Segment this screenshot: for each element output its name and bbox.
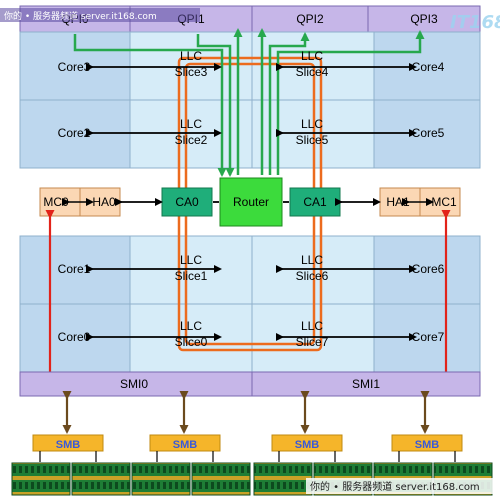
dimm-links bbox=[39, 451, 456, 462]
qpi3-link bbox=[276, 30, 425, 175]
llc0-title: LLC bbox=[180, 319, 202, 333]
llc1-title: LLC bbox=[180, 253, 202, 267]
core1-label: Core1 bbox=[58, 262, 91, 276]
smb-links bbox=[62, 391, 430, 434]
core5-label: Core5 bbox=[412, 126, 445, 140]
llc4-slice: Slice4 bbox=[296, 65, 329, 79]
llc0-slice: Slice0 bbox=[175, 335, 208, 349]
watermark-bottom-bg bbox=[306, 478, 500, 494]
qpi2-label: QPI2 bbox=[296, 12, 324, 26]
smb2-block bbox=[149, 434, 221, 452]
smi1-label: SMI1 bbox=[352, 377, 380, 391]
ha0-label: HA0 bbox=[92, 195, 116, 209]
llc4-title: LLC bbox=[301, 49, 323, 63]
dimm-module-3 bbox=[131, 462, 191, 496]
llc3-slice: Slice3 bbox=[175, 65, 208, 79]
mc1-label: MC1 bbox=[431, 195, 457, 209]
router-block bbox=[219, 177, 283, 227]
qpi2-link-b bbox=[268, 32, 310, 175]
smb1-label: SMB bbox=[56, 439, 81, 451]
llc5-title: LLC bbox=[301, 117, 323, 131]
watermark-top-bg bbox=[0, 8, 200, 22]
smb3-block bbox=[271, 434, 343, 452]
qpi3-label: QPI3 bbox=[410, 12, 438, 26]
smb-group: SMB SMB SMB SMB bbox=[32, 434, 463, 452]
llc7-title: LLC bbox=[301, 319, 323, 333]
core-llc-links bbox=[86, 63, 417, 341]
smb1-block bbox=[32, 434, 104, 452]
memory-links bbox=[45, 210, 451, 387]
llc1-slice: Slice1 bbox=[175, 269, 208, 283]
core4-label: Core4 bbox=[412, 60, 445, 74]
smi0-block bbox=[19, 371, 253, 397]
smi-bar: SMI0 SMI1 bbox=[19, 371, 481, 397]
ca0-label: CA0 bbox=[175, 195, 199, 209]
dimm-module-4 bbox=[191, 462, 251, 496]
core0-label: Core0 bbox=[58, 330, 91, 344]
smb4-label: SMB bbox=[415, 439, 440, 451]
dimm-module-5 bbox=[253, 462, 313, 496]
llc2-slice: Slice2 bbox=[175, 133, 208, 147]
ca1-label: CA1 bbox=[303, 195, 327, 209]
core7-label: Core7 bbox=[412, 330, 445, 344]
qpi1-link-a bbox=[196, 34, 235, 177]
smi0-label: SMI0 bbox=[120, 377, 148, 391]
ha1-label: HA1 bbox=[386, 195, 410, 209]
core2-label: Core2 bbox=[58, 126, 91, 140]
smb2-label: SMB bbox=[173, 439, 198, 451]
llc6-slice: Slice6 bbox=[296, 269, 329, 283]
llc3-title: LLC bbox=[180, 49, 202, 63]
watermark-bottom: 你的 • 服务器频道 server.it168.com bbox=[310, 480, 480, 493]
llc2-title: LLC bbox=[180, 117, 202, 131]
mc0-label: MC0 bbox=[43, 195, 69, 209]
smb4-block bbox=[391, 434, 463, 452]
qpi3-block bbox=[367, 5, 481, 33]
watermark-top: 你的 • 服务器频道 server.it168.com bbox=[4, 10, 157, 22]
dimm-module-1 bbox=[11, 462, 71, 496]
watermark-logo: IT168 bbox=[450, 12, 500, 33]
dimm-module-2 bbox=[71, 462, 131, 496]
core3-label: Core3 bbox=[58, 60, 91, 74]
core6-label: Core6 bbox=[412, 262, 445, 276]
qpi-links bbox=[73, 28, 425, 177]
router-label: Router bbox=[233, 195, 269, 209]
qpi0-link bbox=[73, 34, 227, 177]
lower-die bbox=[19, 235, 481, 373]
smi1-block bbox=[251, 371, 481, 397]
llc6-title: LLC bbox=[301, 253, 323, 267]
llc5-slice: Slice5 bbox=[296, 133, 329, 147]
llc7-slice: Slice7 bbox=[296, 335, 329, 349]
smb3-label: SMB bbox=[295, 439, 320, 451]
interconnect-row: MC0 HA0 CA0 Router CA1 HA1 MC1 bbox=[39, 177, 461, 227]
